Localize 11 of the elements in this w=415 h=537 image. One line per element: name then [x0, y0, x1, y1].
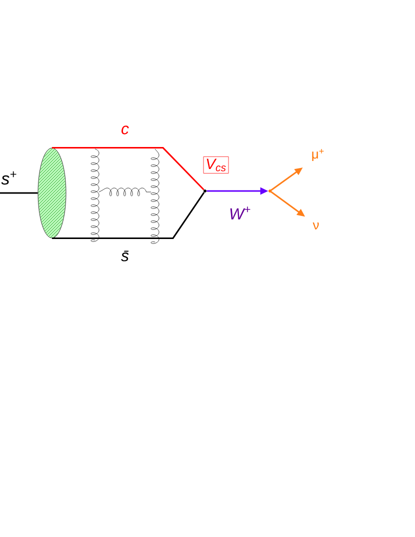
edge-label: s̄: [121, 250, 129, 262]
quark-line: [52, 147, 204, 190]
particle-label: s$^{+}$: [1, 171, 16, 185]
particle-label: ν: [312, 222, 319, 230]
quark-line: [52, 192, 205, 239]
edge-label: W$^{+}$: [230, 206, 250, 220]
quark-line: [0, 192, 38, 194]
particle-label: μ$^{+}$: [312, 148, 324, 162]
coupling-box: V$_{cs}$: [203, 156, 229, 174]
edge-label: c: [122, 126, 129, 134]
hadron-blob: [38, 148, 66, 238]
